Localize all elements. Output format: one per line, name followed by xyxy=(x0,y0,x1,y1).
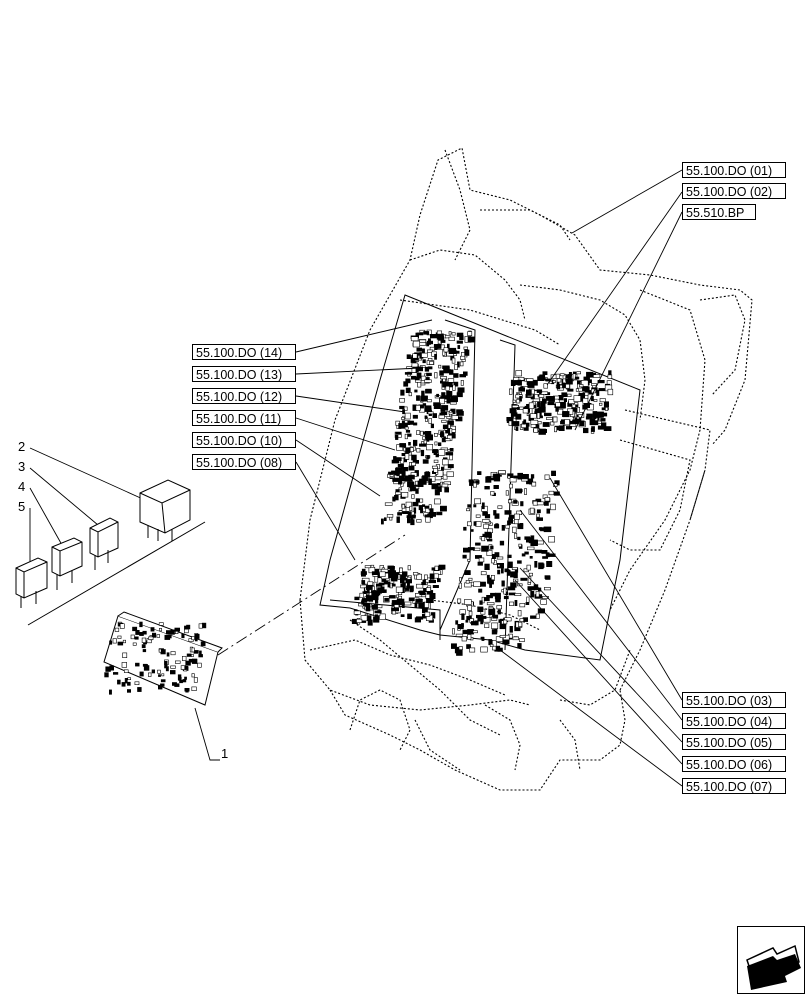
separator-line xyxy=(27,521,206,626)
item-number-1: 1 xyxy=(221,746,229,761)
previous-view-arrow-icon[interactable] xyxy=(737,926,805,994)
cab-housing-outline xyxy=(299,147,753,791)
reference-label-55-100-do-05[interactable]: 55.100.DO (05) xyxy=(682,734,786,750)
reference-label-55-100-do-06[interactable]: 55.100.DO (06) xyxy=(682,756,786,772)
item-number-3: 3 xyxy=(18,459,26,474)
reference-label-55-100-do-08[interactable]: 55.100.DO (08) xyxy=(192,454,296,470)
reference-label-55-100-do-03[interactable]: 55.100.DO (03) xyxy=(682,692,786,708)
fuse-part xyxy=(15,557,48,608)
reference-label-55-100-do-11[interactable]: 55.100.DO (11) xyxy=(192,410,296,426)
reference-label-55-100-do-12[interactable]: 55.100.DO (12) xyxy=(192,388,296,404)
reference-label-55-100-do-10[interactable]: 55.100.DO (10) xyxy=(192,432,296,448)
item-number-5: 5 xyxy=(18,499,26,514)
fuse-part xyxy=(89,517,119,570)
reference-label-55-100-do-14[interactable]: 55.100.DO (14) xyxy=(192,344,296,360)
reference-label-55-510-bp[interactable]: 55.510.BP xyxy=(682,204,756,220)
reference-label-55-100-do-02[interactable]: 55.100.DO (02) xyxy=(682,183,786,199)
leader-lines xyxy=(29,169,683,787)
fuse-part xyxy=(51,537,83,590)
fuse-block-texture xyxy=(351,329,614,656)
reference-label-55-100-do-13[interactable]: 55.100.DO (13) xyxy=(192,366,296,382)
item-number-4: 4 xyxy=(18,479,26,494)
relay-part xyxy=(139,479,191,541)
reference-label-55-100-do-01[interactable]: 55.100.DO (01) xyxy=(682,162,786,178)
fuse-box-part xyxy=(103,611,223,706)
reference-label-55-100-do-07[interactable]: 55.100.DO (07) xyxy=(682,778,786,794)
item-number-2: 2 xyxy=(18,439,26,454)
reference-label-55-100-do-04[interactable]: 55.100.DO (04) xyxy=(682,713,786,729)
assembly-centerline xyxy=(217,534,406,656)
